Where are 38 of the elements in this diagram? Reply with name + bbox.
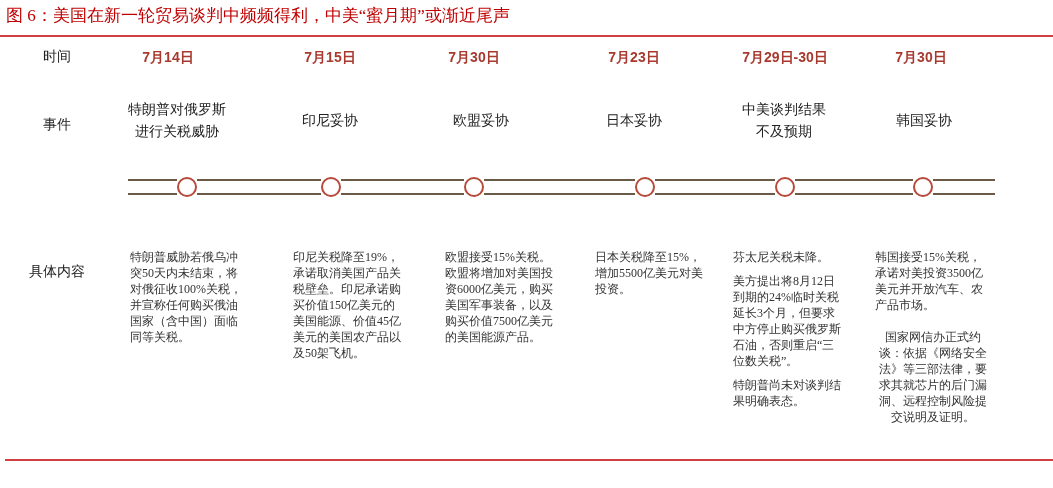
timeline-segment: [484, 179, 635, 195]
timeline-segment: [128, 179, 177, 195]
timeline-segment: [933, 179, 995, 195]
event-description: 芬太尼关税未降。: [733, 249, 830, 265]
date-label: 7月23日: [608, 49, 660, 65]
event-description: 特朗普威胁若俄乌冲突50天内未结束，将对俄征收100%关税，并宣称任何购买俄油国家（含中国）面临同等关税。: [130, 249, 243, 345]
timeline-segment: [341, 179, 464, 195]
event-description: 欧盟接受15%关税。欧盟将增加对美国投资6000亿美元，购买美国军事装备，以及购买价值7500亿美元的美国能源产品。: [445, 249, 554, 345]
date-label: 7月15日: [304, 49, 356, 65]
date-label: 7月14日: [142, 49, 194, 65]
event-title: 中美谈判结果不及预期: [741, 101, 827, 141]
row-header: 事件: [42, 116, 72, 134]
timeline-segment: [795, 179, 913, 195]
event-title: 特朗普对俄罗斯进行关税威胁: [127, 101, 227, 141]
event-description: 特朗普尚未对谈判结果明确表态。: [733, 377, 842, 409]
event-description: 韩国接受15%关税，承诺对美投资3500亿美元并开放汽车、农产品市场。: [875, 249, 984, 313]
row-header: 时间: [42, 48, 72, 66]
event-title: 韩国妥协: [896, 112, 952, 130]
date-label: 7月29日-30日: [742, 49, 828, 65]
event-title: 日本妥协: [606, 112, 662, 130]
date-label: 7月30日: [448, 49, 500, 65]
timeline-circle: [775, 177, 795, 197]
event-description: 美方提出将8月12日到期的24%临时关税延长3个月，但要求中方停止购买俄罗斯石油，否则重启“三位数关税”。: [733, 273, 842, 369]
timeline-segment: [655, 179, 775, 195]
timeline-circle: [913, 177, 933, 197]
event-title: 欧盟妥协: [453, 112, 509, 130]
event-description: 印尼关税降至19%，承诺取消美国产品关税壁垒。印尼承诺购买价值150亿美元的美国能源、价值45亿美元的美国农产品以及50架飞机。: [293, 249, 402, 361]
date-label: 7月30日: [895, 49, 947, 65]
timeline-circle: [321, 177, 341, 197]
row-header: 具体内容: [28, 263, 86, 281]
event-description: 国家网信办正式约谈：依据《网络安全法》等三部法律，要求其就芯片的后门漏洞、远程控制风险提交说明及证明。: [878, 329, 988, 425]
figure-title: 图 6：美国在新一轮贸易谈判中频频得利，中美“蜜月期”或渐近尾声: [6, 5, 510, 27]
event-description: 日本关税降至15%，增加5500亿美元对美投资。: [595, 249, 704, 297]
timeline-circle: [177, 177, 197, 197]
event-title: 印尼妥协: [302, 112, 358, 130]
timeline-segment: [197, 179, 321, 195]
timeline-circle: [635, 177, 655, 197]
timeline-circle: [464, 177, 484, 197]
